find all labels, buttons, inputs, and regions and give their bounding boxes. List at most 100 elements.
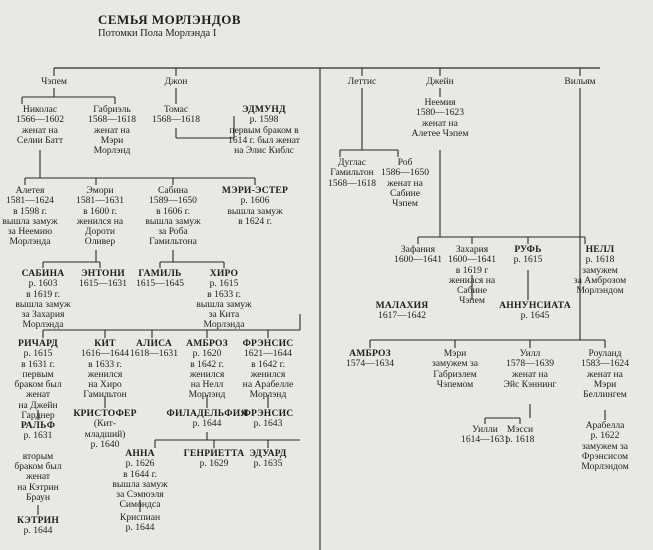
- person-detail: в 1633 г.: [88, 358, 122, 370]
- person-detail: Сабине: [456, 285, 488, 297]
- person-name: АННА: [125, 448, 155, 459]
- person-detail: р. 1615: [513, 254, 543, 266]
- person-name: Габриэль: [93, 104, 131, 115]
- person-detail: 1600—1641: [448, 254, 496, 266]
- person-detail: 1615—1631: [79, 278, 127, 290]
- page-subtitle: Потомки Пола Морлэнда I: [98, 28, 217, 39]
- person-name: Томас: [163, 104, 189, 115]
- person-name: Роуланд: [588, 348, 622, 359]
- person-detail: женат: [25, 471, 51, 483]
- person-name: ФИЛАДЕЛЬФИЯ: [166, 408, 248, 419]
- person-detail: 1615—1645: [136, 278, 184, 290]
- person-detail: первым браком в: [229, 124, 299, 136]
- person-detail: Мэри: [593, 378, 617, 390]
- person-name: ГАМИЛЬ: [138, 268, 182, 279]
- person-detail: Морлэнда: [9, 236, 51, 248]
- person-detail: Симондса: [119, 499, 161, 511]
- person-name: ХИРО: [209, 268, 239, 279]
- person-detail: 1614 г. был женат: [228, 134, 300, 146]
- person-name: АМБРОЗ: [186, 338, 228, 349]
- person-name: Уилли: [472, 424, 498, 435]
- person-detail: 1580—1623: [416, 107, 464, 119]
- person-detail: женился на: [448, 274, 496, 286]
- person-detail: женился: [87, 368, 123, 380]
- person-name: Чэпем: [41, 76, 67, 87]
- person-detail: женился: [250, 368, 286, 380]
- person-detail: Селии Батт: [16, 134, 64, 146]
- person-name: Эмори: [86, 185, 114, 196]
- person-detail: Морлэнд: [249, 389, 287, 401]
- person-detail: на Кэтрин: [17, 481, 59, 493]
- person-detail: в 1598 г.: [13, 205, 47, 217]
- person-detail: 1614—1631: [461, 434, 509, 446]
- person-detail: (Кит-: [93, 418, 117, 430]
- person-detail: Гамильтон: [330, 167, 374, 179]
- person-detail: 1600—1641: [394, 254, 442, 266]
- person-detail: вышла замуж: [112, 478, 168, 490]
- person-detail: в 1644 г.: [123, 468, 157, 480]
- person-detail: женат: [25, 389, 51, 401]
- person-name: КЭТРИН: [17, 515, 59, 526]
- person-name: САБИНА: [21, 268, 65, 279]
- person-detail: 1583—1624: [581, 358, 629, 370]
- person-detail: в 1606 г.: [156, 205, 190, 217]
- person-detail: в 1619 г.: [26, 288, 60, 300]
- person-detail: р. 1640: [90, 438, 120, 450]
- person-name: НЕЛЛ: [585, 244, 615, 255]
- person-detail: браком был: [14, 461, 62, 473]
- person-name: Арабелла: [585, 420, 625, 431]
- person-detail: 1568—1618: [328, 177, 376, 189]
- person-detail: за Сэмюэля: [116, 489, 164, 501]
- person-detail: р. 1606: [240, 195, 270, 207]
- person-detail: Браун: [25, 492, 50, 504]
- person-detail: 1578—1639: [506, 358, 554, 370]
- person-detail: 1616—1644: [81, 348, 129, 360]
- person-name: Неемия: [424, 97, 456, 108]
- person-detail: Гамильтона: [149, 236, 197, 248]
- person-name: ЭДУАРД: [249, 448, 287, 459]
- person-detail: Мэри: [100, 134, 124, 146]
- person-name: Николас: [22, 104, 58, 115]
- person-detail: Фрэнсисом: [581, 450, 629, 462]
- person-detail: 1621—1644: [244, 348, 292, 360]
- person-detail: на Нелл: [190, 379, 224, 391]
- person-name: Джейн: [426, 76, 454, 87]
- person-dzhein: Джейн: [426, 76, 454, 87]
- person-detail: Дороти: [84, 226, 116, 238]
- person-lettis: Леттис: [348, 76, 376, 87]
- person-name: ГЕНРИЕТТА: [183, 448, 245, 459]
- person-detail: Морлэнда: [22, 319, 64, 331]
- person-detail: женат на: [387, 177, 423, 189]
- person-detail: за Неемию: [7, 226, 53, 238]
- person-detail: р. 1645: [520, 310, 550, 322]
- person-detail: Габриэлем: [433, 368, 477, 380]
- person-detail: на Хиро: [88, 379, 122, 391]
- person-name: АННУНСИАТА: [499, 300, 571, 311]
- person-name: ЭДМУНД: [242, 104, 286, 115]
- person-detail: женат на: [94, 124, 130, 136]
- person-detail: Чэпем: [392, 198, 418, 210]
- person-detail: женат на: [422, 117, 458, 129]
- person-detail: Чэпем: [459, 295, 485, 307]
- person-detail: р. 1644: [23, 525, 53, 537]
- person-detail: р. 1644: [125, 522, 155, 534]
